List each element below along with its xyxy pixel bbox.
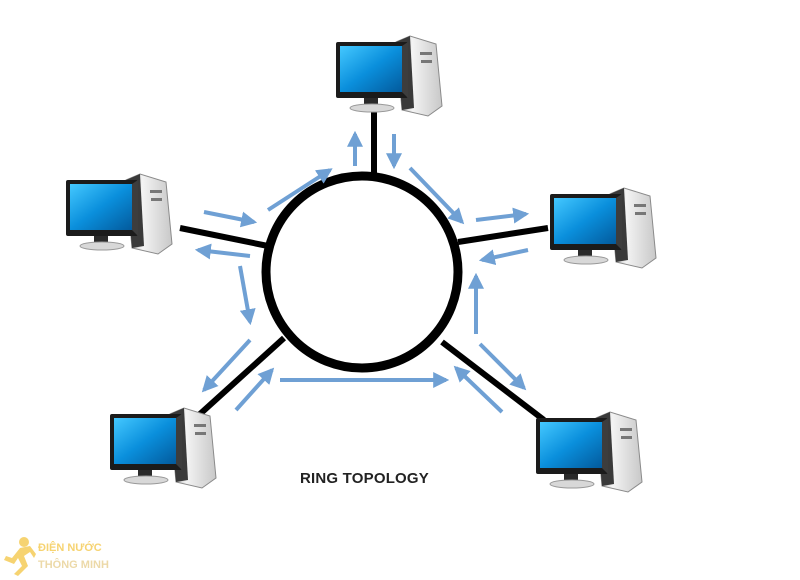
diagram-caption: RING TOPOLOGY [300, 470, 430, 487]
arrow-bottom-left-up [234, 367, 275, 412]
watermark: ĐIỆN NƯỚC THÔNG MINH [2, 534, 152, 578]
desktop-computer-icon [335, 35, 443, 117]
arrow-to-bottom-right [478, 342, 527, 391]
running-figure-logo-icon [4, 537, 36, 576]
desktop-computer-icon [109, 407, 217, 489]
arrow-ring-to-left [194, 243, 251, 260]
computer-bottom-right[interactable] [535, 411, 643, 493]
computer-right[interactable] [549, 187, 657, 269]
arrow-left-to-ring [203, 210, 258, 228]
arrow-ring-to-right [475, 207, 530, 224]
computer-bottom-left[interactable] [109, 407, 217, 489]
computer-left[interactable] [65, 173, 173, 255]
arrow-left-down [238, 265, 256, 326]
ring-connections [179, 108, 549, 423]
watermark-line2: THÔNG MINH [38, 559, 109, 571]
link-right [457, 225, 549, 245]
ring-hub [261, 171, 463, 373]
link-bottom-left [197, 335, 287, 417]
arrow-ring-to-bottom-left [201, 338, 252, 393]
desktop-computer-icon [65, 173, 173, 255]
desktop-computer-icon [549, 187, 657, 269]
link-bottom-right [440, 339, 546, 423]
watermark-line1: ĐIỆN NƯỚC [38, 542, 102, 554]
data-flow-arrows [194, 130, 530, 414]
arrow-left-to-top [266, 168, 333, 212]
arrow-top-to-right [408, 166, 465, 225]
arrow-right-to-ring [478, 248, 529, 266]
arrow-bottom-right-to-ring [453, 365, 504, 414]
desktop-computer-icon [535, 411, 643, 493]
computer-top[interactable] [335, 35, 443, 117]
link-left [179, 225, 269, 249]
